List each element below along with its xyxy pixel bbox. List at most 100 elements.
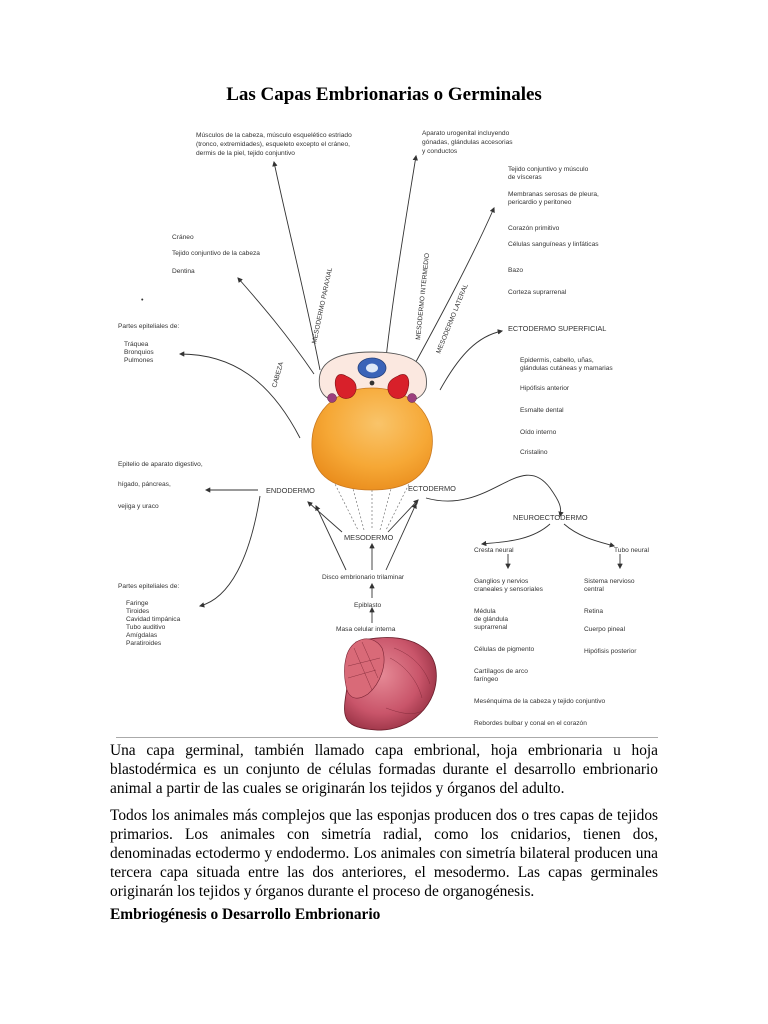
pharynx-derivatives: Partes epiteliales de: Faringe Tiroides …: [118, 583, 181, 647]
tubo-item-1: Sistema nervioso: [584, 578, 635, 585]
urogenital-text-block: Aparato urogenital incluyendo gónadas, g…: [422, 130, 513, 155]
cresta-item-9: Mesénquima de la cabeza y tejido conjunt…: [474, 698, 606, 705]
label-disco-trilaminar: Disco embrionario trilaminar: [322, 574, 405, 581]
pharynx-item-6: Paratiroides: [126, 640, 162, 647]
cresta-item-6: Células de pigmento: [474, 646, 534, 653]
urogenital-line-3: y conductos: [422, 148, 458, 155]
muscles-line-2: (tronco, extremidades), esqueleto except…: [196, 141, 350, 148]
ecto-item-6: Cristalino: [520, 449, 548, 456]
arrow-to-respiratory: [178, 351, 301, 439]
muscles-line-1: Músculos de la cabeza, músculo esqueléti…: [196, 132, 352, 139]
urogenital-line-2: gónadas, glándulas accesorias: [422, 139, 513, 146]
tubo-item-4: Cuerpo pineal: [584, 626, 626, 633]
arrow-ectoderm-to-neuroectoderm: [425, 474, 564, 518]
head-line-2: Tejido conjuntivo de la cabeza: [172, 250, 260, 257]
digestive-derivatives: Epitelio de aparato digestivo, hígado, p…: [118, 461, 203, 510]
pharynx-item-1: Faringe: [126, 600, 149, 607]
arrow-mesoderm-to-endoderm: [307, 501, 343, 533]
cresta-neural-label: Cresta neural: [474, 547, 514, 554]
stray-mark: •: [141, 295, 144, 304]
resp-item-1: Tráquea: [124, 341, 149, 348]
label-ectodermo: ECTODERMO: [408, 484, 456, 493]
neuroectodermo-header: NEUROECTODERMO: [513, 513, 588, 522]
lateral-mesoderm-derivatives: Tejido conjuntivo y músculo de vísceras …: [508, 166, 599, 296]
arrow-to-urogenital: [385, 154, 418, 359]
diagram-arrows: [178, 154, 623, 623]
head-derivatives: Cráneo Tejido conjuntivo de la cabeza De…: [172, 234, 260, 275]
urogenital-line-1: Aparato urogenital incluyendo: [422, 130, 510, 137]
label-mesodermo: MESODERMO: [344, 533, 394, 542]
head-line-1: Cráneo: [172, 234, 194, 241]
pharynx-item-4: Tubo auditivo: [126, 624, 166, 631]
digestive-line-1: Epitelio de aparato digestivo,: [118, 461, 203, 468]
cresta-item-2: craneales y sensoriales: [474, 586, 544, 593]
ectodermo-superficial-header: ECTODERMO SUPERFICIAL: [508, 324, 606, 333]
label-masa-celular: Masa celular interna: [336, 626, 396, 633]
embryo-cross-section: [311, 351, 433, 491]
arrow-neuro-split-left: [480, 523, 551, 547]
right-upper-line-6: Células sanguíneas y linfáticas: [508, 241, 599, 248]
ecto-item-5: Oído interno: [520, 429, 557, 436]
neuroectodermo-block: NEUROECTODERMO Cresta neural Tubo neural…: [474, 513, 649, 727]
arrow-neuro-split-right: [563, 523, 616, 548]
head-line-3: Dentina: [172, 268, 195, 275]
digestive-line-2: hígado, páncreas,: [118, 481, 171, 488]
embryonic-layers-diagram: Músculos de la cabeza, músculo esqueléti…: [116, 130, 658, 738]
pharynx-item-5: Amígdalas: [126, 632, 158, 639]
ecto-item-1: Epidermis, cabello, uñas,: [520, 357, 594, 364]
paragraph-1: Una capa germinal, también llamado capa …: [110, 742, 658, 797]
tubo-item-2: central: [584, 586, 604, 593]
right-upper-line-8: Corteza suprarrenal: [508, 289, 567, 296]
tubo-neural-label: Tubo neural: [614, 547, 649, 554]
tubo-item-5: Hipófisis posterior: [584, 648, 637, 655]
cresta-item-8: faríngeo: [474, 676, 499, 683]
intermediate-mesoderm-right: [407, 393, 417, 403]
subheading-embriogenesis: Embriogénesis o Desarrollo Embrionario: [110, 906, 381, 923]
arrow-to-pharynx: [198, 495, 261, 608]
cresta-item-1: Ganglios y nervios: [474, 578, 529, 585]
arrow-disco-to-endoderm: [315, 505, 347, 571]
arrow-to-muscles: [272, 160, 321, 371]
arrow-to-head: [237, 277, 315, 375]
mesoderm-left: [334, 374, 357, 399]
right-upper-line-3: Membranas serosas de pleura,: [508, 191, 599, 198]
resp-item-3: Pulmones: [124, 357, 154, 364]
muscles-line-3: dermis de la piel, tejido conjuntivo: [196, 150, 295, 157]
pharynx-header: Partes epiteliales de:: [118, 583, 179, 590]
label-cabeza: CABEZA: [271, 361, 285, 389]
digestive-line-3: vejiga y uraco: [118, 503, 159, 510]
ecto-item-2: glándulas cutáneas y mamarias: [520, 365, 613, 372]
label-mesodermo-intermedio: MESODERMO INTERMEDIO: [415, 253, 431, 340]
label-mesodermo-paraxial: MESODERMO PARAXIAL: [311, 267, 334, 345]
ectodermo-superficial-block: ECTODERMO SUPERFICIAL Epidermis, cabello…: [508, 324, 613, 456]
arrow-to-ectoderm-superficial: [439, 329, 504, 391]
resp-header: Partes epiteliales de:: [118, 323, 179, 330]
pharynx-item-2: Tiroides: [126, 608, 150, 615]
label-epiblasto: Epiblasto: [354, 602, 381, 609]
ecto-item-4: Esmalte dental: [520, 407, 564, 414]
ecto-item-3: Hipófisis anterior: [520, 385, 570, 392]
arrow-disco-to-ectoderm: [385, 503, 417, 571]
respiratory-derivatives: Partes epiteliales de: Tráquea Bronquios…: [118, 323, 179, 364]
label-endodermo: ENDODERMO: [266, 486, 315, 495]
pharynx-item-3: Cavidad timpánica: [126, 616, 181, 623]
blastocyst-illustration: [344, 637, 437, 731]
mesoderm-right: [387, 374, 410, 399]
right-upper-line-7: Bazo: [508, 267, 523, 274]
tubo-item-3: Retina: [584, 608, 603, 615]
muscles-text-block: Músculos de la cabeza, músculo esqueléti…: [196, 132, 352, 157]
cresta-item-4: de glándula: [474, 616, 508, 623]
intermediate-mesoderm-left: [327, 393, 337, 403]
cresta-item-7: Cartílagos de arco: [474, 668, 528, 675]
right-upper-line-5: Corazón primitivo: [508, 225, 560, 232]
cresta-item-5: suprarrenal: [474, 624, 508, 631]
cresta-item-10: Rebordes bulbar y conal en el corazón: [474, 720, 587, 727]
right-upper-line-4: pericardio y peritoneo: [508, 199, 572, 206]
arrow-to-lateral: [405, 207, 495, 381]
page-title: Las Capas Embrionarias o Germinales: [226, 84, 542, 105]
right-upper-line-1: Tejido conjuntivo y músculo: [508, 166, 589, 173]
paragraph-2: Todos los animales más complejos que las…: [110, 807, 658, 900]
right-upper-line-2: de vísceras: [508, 174, 542, 181]
arrow-mesoderm-to-ectoderm: [387, 499, 419, 533]
